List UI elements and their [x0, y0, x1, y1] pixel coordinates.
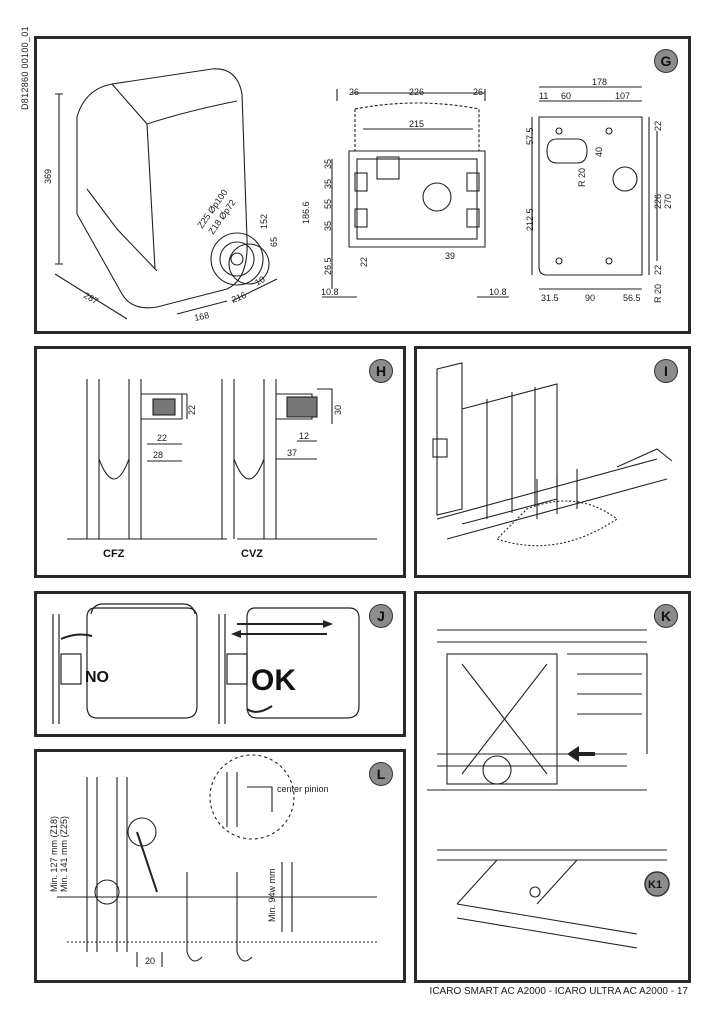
dim-plate-w-c: 107: [615, 91, 630, 101]
dim-front-r4: 35: [323, 221, 333, 231]
dim-side-10: 10: [253, 274, 267, 288]
dim-plate-h-mid: 212.5: [525, 208, 535, 231]
arrow-left-icon: [231, 630, 241, 638]
dim-front-side-l: 10.8: [321, 287, 339, 297]
dim-plate-w-a: 11: [539, 91, 548, 101]
figure-label: G: [654, 49, 678, 73]
label-cfz: CFZ: [103, 548, 125, 560]
label-min-94: Min. 94w mm: [267, 868, 277, 922]
figure-i-drawing: [432, 362, 673, 547]
dim-front-r2: 35: [323, 179, 333, 189]
label-min-141-z25: Min. 141 mm (Z25): [59, 816, 69, 892]
dim-front-top-a: 26: [349, 87, 359, 97]
dim-plate-w-total: 178: [592, 77, 607, 87]
dim-front-low-a: 22: [359, 257, 369, 267]
dim-front-low-b: 39: [445, 251, 455, 261]
figure-l: L center pinion Min. 127 mm (Z18) Min. 1…: [34, 749, 406, 983]
dim-h-28: 28: [153, 450, 163, 460]
figure-label: J: [369, 604, 393, 628]
figure-label: L: [369, 762, 393, 786]
figure-label: I: [654, 359, 678, 383]
dim-plate-slot: 40: [594, 147, 604, 157]
dim-base-a: 168: [193, 310, 210, 323]
figure-label: K: [654, 604, 678, 628]
figure-j: J NO OK: [34, 591, 406, 737]
footer-separator: -: [667, 986, 677, 997]
dim-plate-edge-bottom: 22: [653, 265, 663, 275]
dim-front-top-c: 26: [473, 87, 483, 97]
figure-k-drawing: K1: [427, 629, 670, 949]
dim-h-30: 30: [333, 405, 343, 415]
dim-front-side-r: 10.8: [489, 287, 507, 297]
dim-plate-w-b: 60: [561, 91, 571, 101]
dim-152: 152: [259, 214, 269, 229]
sub-figure-badge: [644, 871, 670, 897]
dim-plate-corner-radius: R 20: [653, 284, 663, 303]
figure-label: H: [369, 359, 393, 383]
dim-front-total-height: 186.6: [301, 201, 311, 224]
dim-front-bottom: 26.5: [323, 257, 333, 275]
dim-plate-b-b: 90: [585, 293, 595, 303]
dim-plate-h-inner: 226: [653, 194, 663, 209]
document-code: D812860 00100_01: [20, 26, 30, 110]
figure-j-drawing: NO OK: [52, 603, 360, 724]
figure-l-drawing: center pinion Min. 127 mm (Z18) Min. 141…: [49, 754, 377, 967]
dim-h-37: 37: [287, 448, 297, 458]
figure-g: G 369 287 168 216 10 Z25 Øp100 Z18 Øp72 …: [34, 36, 691, 334]
label-cvz: CVZ: [241, 548, 263, 560]
page-number: 17: [676, 986, 688, 997]
arrow-left-icon: [567, 746, 595, 762]
label-center-pinion: center pinion: [277, 784, 329, 794]
dim-h-12: 12: [299, 431, 309, 441]
figure-h: H 22 22 28 30 12 37 CFZ CVZ: [34, 346, 406, 578]
dim-front-inner: 215: [409, 119, 424, 129]
dim-plate-edge-top: 22: [653, 121, 663, 131]
dim-front-r1: 35: [323, 159, 333, 169]
footer-title: ICARO SMART AC A2000 - ICARO ULTRA AC A2…: [429, 986, 668, 997]
figure-g-drawing: 369 287 168 216 10 Z25 Øp100 Z18 Øp72 15…: [43, 68, 673, 323]
dim-plate-slot-radius: R 20: [577, 168, 587, 187]
dim-65: 65: [269, 237, 279, 247]
label-ok: OK: [251, 664, 296, 697]
arrow-right-icon: [323, 620, 333, 628]
dim-h-22-horizontal: 22: [157, 433, 167, 443]
label-no: NO: [85, 669, 109, 686]
dim-motor-depth: 287: [82, 290, 100, 306]
figure-k: K K1: [414, 591, 691, 983]
dim-front-r3: 55: [323, 199, 333, 209]
dim-l-20: 20: [145, 956, 155, 966]
dim-front-top-b: 226: [409, 87, 424, 97]
dim-plate-h-a: 57.5: [525, 127, 535, 145]
dim-base-b: 216: [230, 290, 248, 305]
dim-plate-b-c: 56.5: [623, 293, 641, 303]
label-min-127-z18: Min. 127 mm (Z18): [49, 816, 59, 892]
dim-plate-h-total: 270: [663, 194, 673, 209]
sub-figure-label: K1: [648, 879, 662, 891]
dim-h-22-vertical: 22: [187, 405, 197, 415]
page-footer: ICARO SMART AC A2000 - ICARO ULTRA AC A2…: [430, 986, 688, 997]
figure-h-drawing: 22 22 28 30 12 37 CFZ CVZ: [67, 379, 377, 560]
dim-motor-height: 369: [43, 169, 53, 184]
figure-i: I: [414, 346, 691, 578]
dim-plate-b-a: 31.5: [541, 293, 559, 303]
